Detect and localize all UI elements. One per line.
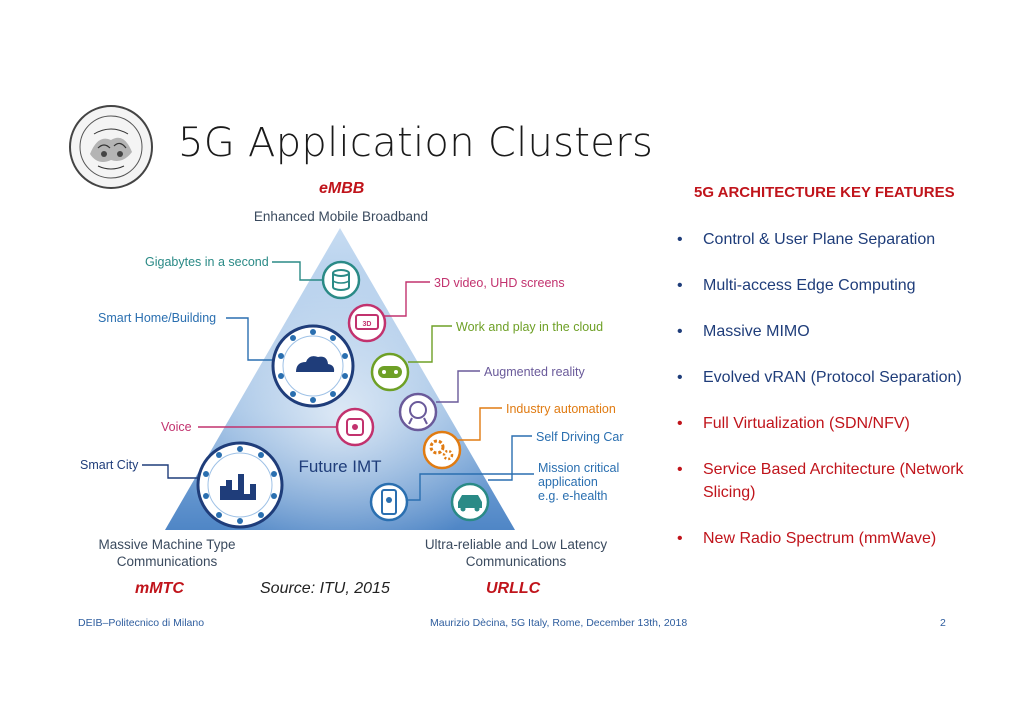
key-feature-item: • Full Virtualization (SDN/NFV) — [677, 412, 1017, 435]
key-features-list: • Control & User Plane Separation • Multi-a… — [677, 228, 1017, 573]
voice-icon — [335, 407, 375, 447]
mission-line3: e.g. e-health — [538, 489, 608, 503]
label-self-driving: Self Driving Car — [536, 430, 624, 444]
car-icon — [450, 482, 490, 522]
future-imt-label: Future IMT — [298, 457, 381, 476]
key-feature-text: Service Based Architecture (Network Slic… — [703, 461, 964, 501]
key-feature-item: • Evolved vRAN (Protocol Separation) — [677, 366, 1017, 389]
label-voice: Voice — [161, 420, 192, 434]
connector-self-driving — [488, 435, 532, 481]
bullet-icon: • — [677, 461, 683, 478]
embb-code: eMBB — [319, 180, 365, 197]
key-feature-text: Full Virtualization (SDN/NFV) — [703, 415, 910, 432]
smart-home-hub-icon — [271, 324, 355, 408]
smart-city-hub-icon — [196, 441, 284, 529]
urllc-name-line2: Communications — [465, 554, 567, 569]
mission-line1: Mission critical — [538, 461, 620, 475]
label-3d-video: 3D video, UHD screens — [434, 276, 565, 290]
bullet-icon: • — [677, 231, 683, 248]
augmented-reality-icon — [398, 392, 438, 432]
key-feature-text: Massive MIMO — [703, 323, 810, 340]
connector-3d-video — [384, 281, 430, 317]
mmtc-name-line1: Massive Machine Type — [98, 537, 236, 552]
connector-work-play — [408, 325, 452, 363]
key-feature-text: Multi-access Edge Computing — [703, 277, 916, 294]
mission-line2: application — [538, 475, 598, 489]
urllc-name-line1: Ultra-reliable and Low Latency — [424, 537, 608, 552]
footer-author-event: Maurizio Dècina, 5G Italy, Rome, Decembe… — [430, 617, 688, 629]
embb-name: Enhanced Mobile Broadband — [253, 209, 429, 224]
connector-mission-critical — [404, 473, 534, 501]
label-smart-home: Smart Home/Building — [98, 311, 217, 325]
connector-smart-city — [142, 464, 198, 479]
politecnico-seal-logo — [69, 105, 153, 189]
gamepad-icon — [370, 352, 410, 392]
label-work-play: Work and play in the cloud — [456, 320, 604, 334]
connector-gigabytes — [272, 261, 325, 281]
slide-title: 5G Application Clusters — [178, 120, 654, 166]
source-note: Source: ITU, 2015 — [260, 580, 390, 597]
mmtc-name: Massive Machine Type Communications — [72, 536, 262, 570]
bullet-icon: • — [677, 415, 683, 432]
key-feature-item: • Service Based Architecture (Network Sli… — [677, 458, 1017, 504]
bullet-icon: • — [677, 277, 683, 294]
connector-industry — [458, 407, 502, 441]
svg-text:3D: 3D — [363, 321, 372, 328]
connector-smart-home — [226, 317, 272, 361]
footer-page-number: 2 — [940, 617, 946, 629]
bullet-icon: • — [677, 323, 683, 340]
key-feature-text: New Radio Spectrum (mmWave) — [703, 530, 937, 547]
urllc-code: URLLC — [486, 580, 541, 597]
bullet-icon: • — [677, 369, 683, 386]
footer-institution: DEIB–Politecnico di Milano — [78, 617, 205, 629]
database-icon — [321, 260, 361, 300]
key-feature-item: • New Radio Spectrum (mmWave) — [677, 527, 1017, 550]
key-feature-item: • Control & User Plane Separation — [677, 228, 1017, 251]
key-feature-text: Evolved vRAN (Protocol Separation) — [703, 369, 962, 386]
mmtc-code: mMTC — [135, 580, 184, 597]
label-augmented-reality: Augmented reality — [484, 365, 585, 379]
key-feature-text: Control & User Plane Separation — [703, 231, 936, 248]
label-mission-critical: Mission critical application e.g. e-heal… — [538, 461, 619, 503]
mobile-health-icon — [369, 482, 409, 522]
connector-ar — [436, 370, 480, 403]
bullet-icon: • — [677, 530, 683, 547]
key-feature-item: • Massive MIMO — [677, 320, 1017, 343]
label-industry-automation: Industry automation — [506, 402, 616, 416]
key-features-title: 5G ARCHITECTURE KEY FEATURES — [694, 184, 955, 201]
urllc-name: Ultra-reliable and Low Latency Communica… — [405, 536, 627, 570]
3d-screen-icon: 3D — [347, 303, 387, 343]
label-gigabytes: Gigabytes in a second — [145, 255, 269, 269]
key-feature-item: • Multi-access Edge Computing — [677, 274, 1017, 297]
mmtc-name-line2: Communications — [116, 554, 218, 569]
gears-icon — [422, 430, 462, 470]
label-smart-city: Smart City — [80, 458, 139, 472]
